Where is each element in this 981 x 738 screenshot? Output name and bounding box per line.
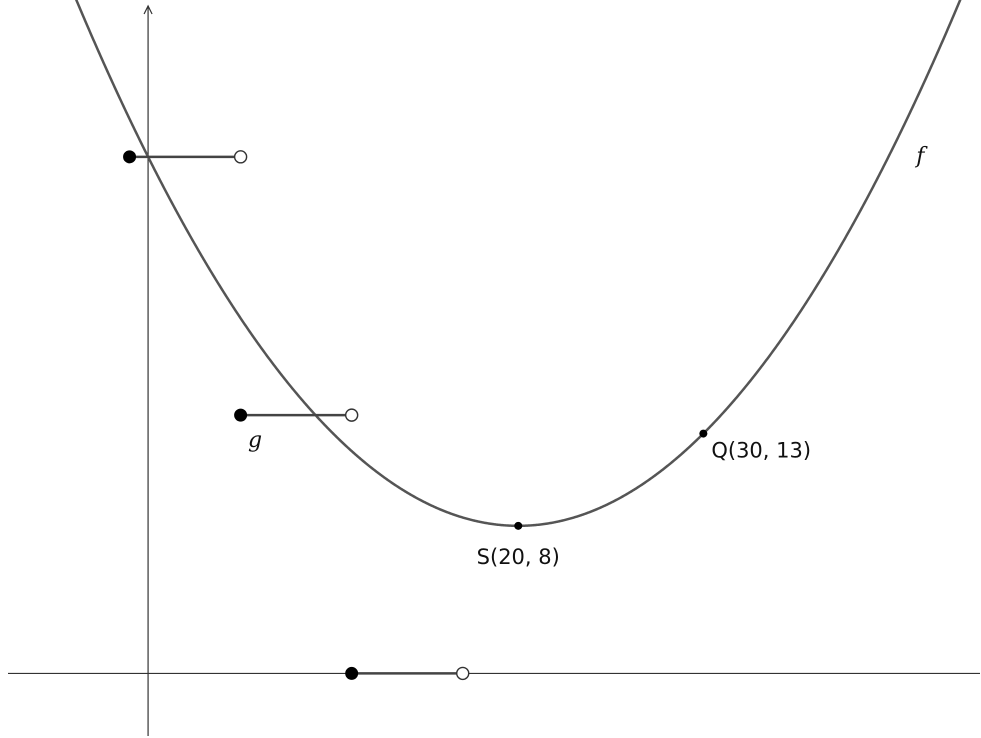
- step-start-dot-1: [123, 150, 137, 164]
- graph-of-f: [75, 0, 962, 528]
- step-start-dot-2: [234, 408, 248, 422]
- points: S(20, 8) Q(30, 13): [477, 429, 811, 569]
- function-label-g: g: [248, 428, 262, 453]
- parabola-f: [75, 0, 962, 528]
- step-end-dot-2: [344, 408, 359, 422]
- graph-of-g: [123, 150, 470, 681]
- step-start-dot-3: [345, 666, 359, 680]
- point-Q: [699, 429, 708, 438]
- step-end-dot-3: [456, 666, 470, 681]
- step-end-dot-1: [233, 150, 248, 164]
- point-label-S: S(20, 8): [477, 545, 560, 569]
- axes: [8, 4, 980, 736]
- function-label-f: f: [914, 144, 928, 169]
- y-axis-arrow: [143, 4, 153, 15]
- point-S: [514, 521, 523, 530]
- point-label-Q: Q(30, 13): [711, 439, 811, 463]
